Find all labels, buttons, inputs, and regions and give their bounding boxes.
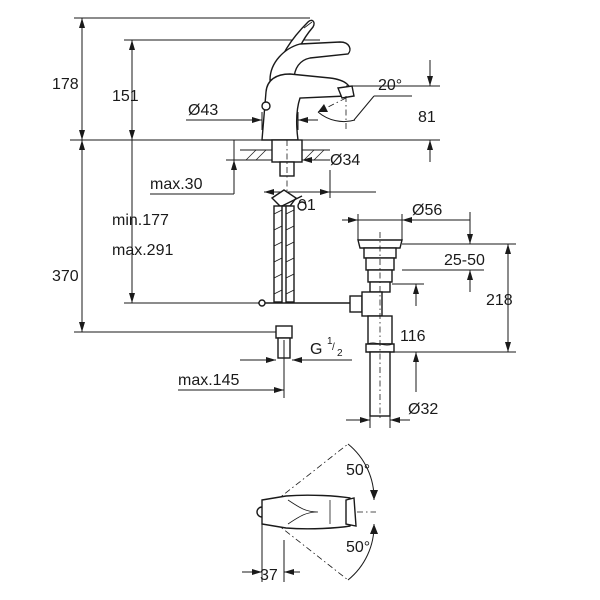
faucet-side-view	[261, 19, 355, 141]
label-diameter-32: Ø32	[408, 401, 438, 418]
label-thread-num: 1	[327, 336, 333, 347]
label-81: 81	[418, 109, 436, 126]
label-thread-slash: /	[332, 342, 335, 353]
dimension-diameter-43: Ø43	[186, 102, 318, 130]
label-angle-50-bottom: 50°	[346, 539, 370, 556]
label-thread-den: 2	[337, 348, 343, 359]
dimension-max-145: max.145	[178, 340, 285, 398]
dimension-178: 178	[52, 17, 310, 140]
label-min-177: min.177	[112, 212, 169, 229]
dimension-diameter-34: Ø34	[302, 152, 360, 169]
waste-assembly	[349, 232, 403, 420]
label-diameter-43: Ø43	[188, 102, 218, 119]
label-116: 116	[400, 328, 426, 345]
label-thread-g: G	[310, 341, 322, 358]
label-max-145: max.145	[178, 372, 239, 389]
dimension-angle-50-bottom: 50°	[346, 523, 378, 581]
dimension-diameter-56: Ø56	[342, 202, 470, 240]
dimension-370: 370	[52, 140, 290, 333]
label-178: 178	[52, 76, 79, 93]
label-max-30: max.30	[150, 176, 203, 193]
label-151: 151	[112, 88, 139, 105]
label-25-50: 25-50	[444, 252, 485, 269]
label-218: 218	[486, 292, 513, 309]
dimension-218: 218	[394, 244, 516, 353]
label-diameter-34: Ø34	[330, 152, 360, 169]
dimension-151: 151	[112, 39, 320, 140]
dimension-angle-50-top: 50°	[346, 443, 378, 501]
deck-section	[240, 139, 330, 200]
dimension-diameter-32: Ø32	[346, 401, 438, 428]
label-370: 370	[52, 268, 79, 285]
label-angle-50-top: 50°	[346, 462, 370, 479]
dimension-thread-g-half: G 1 / 2	[240, 336, 352, 363]
dimension-81: 81	[346, 60, 440, 162]
faucet-top-view	[256, 443, 376, 581]
dimension-min-max-hose: min.177 max.291	[112, 140, 270, 304]
supply-hose	[258, 189, 350, 359]
label-max-291: max.291	[112, 242, 173, 259]
label-diameter-56: Ø56	[412, 202, 442, 219]
label-37: 37	[260, 567, 278, 584]
dimension-37: 37	[242, 520, 300, 584]
dimension-max-30: max.30	[150, 140, 242, 195]
dimension-25-50: 25-50	[402, 212, 516, 292]
dimension-116: 116	[392, 283, 426, 392]
